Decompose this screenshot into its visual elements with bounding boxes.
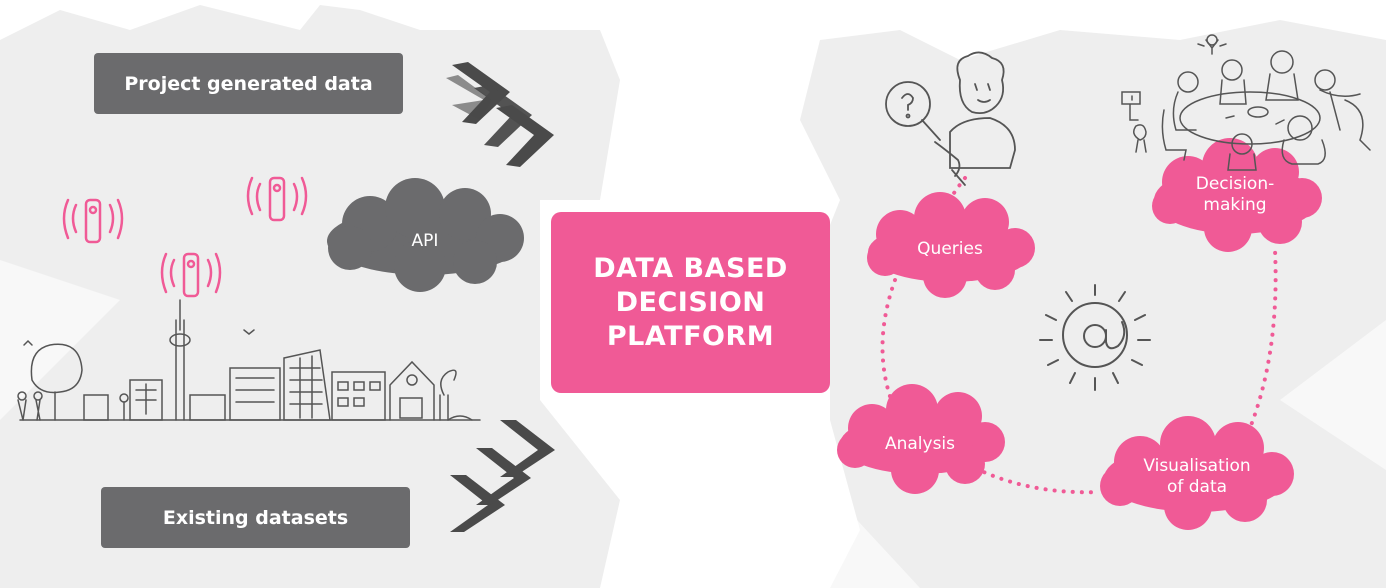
visualisation-cloud (1100, 416, 1294, 530)
queries-cloud (867, 192, 1035, 298)
analysis-label: Analysis (884, 433, 956, 454)
decision-making-label: Decision- making (1195, 174, 1275, 215)
platform-title: DATA BASED DECISION PLATFORM (593, 252, 788, 352)
arrows-top-icon (446, 62, 554, 167)
meeting-table-icon (1121, 34, 1371, 171)
analysis-cloud (837, 384, 1005, 494)
decision-making-cloud (1152, 138, 1322, 252)
background-stripes (0, 260, 1386, 588)
existing-datasets-box: Existing datasets (101, 487, 410, 548)
visualisation-label: Visualisation of data (1143, 456, 1251, 497)
api-cloud (327, 178, 524, 292)
at-sign-icon (1039, 284, 1151, 391)
project-generated-data-box: Project generated data (94, 53, 403, 114)
queries-label: Queries (917, 238, 983, 259)
arrows-bottom-icon (450, 420, 555, 532)
signal-tower-icon (62, 176, 308, 298)
search-person-icon (885, 51, 1016, 186)
api-label: API (411, 230, 439, 251)
decision-platform-box: DATA BASED DECISION PLATFORM (551, 212, 830, 393)
city-skyline-icon (17, 299, 481, 421)
